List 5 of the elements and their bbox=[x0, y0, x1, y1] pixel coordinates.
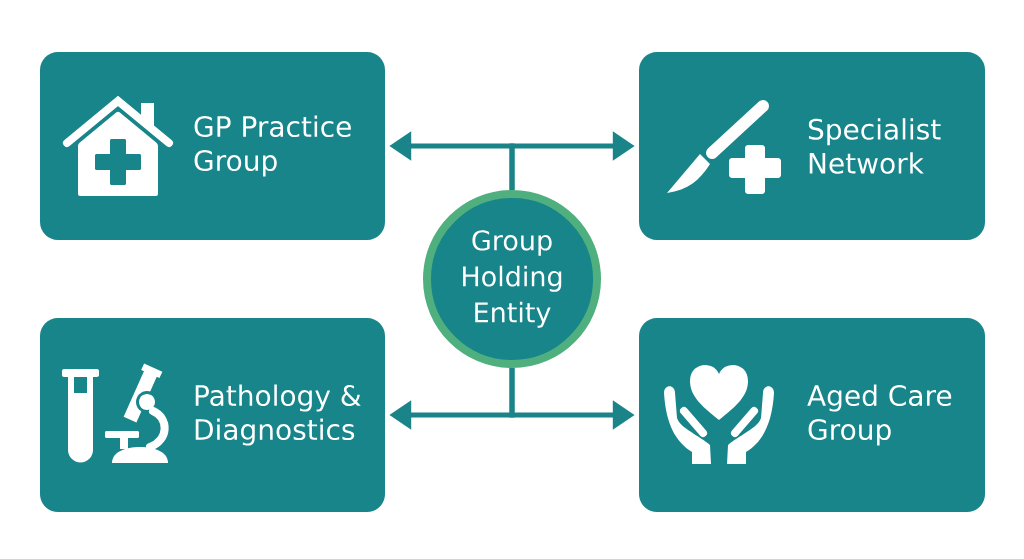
rounded-box: Aged Care Group bbox=[639, 318, 985, 512]
circle-node: Group Holding Entity bbox=[423, 190, 601, 368]
rounded-box: GP Practice Group bbox=[40, 52, 385, 240]
rounded-box: Pathology & Diagnostics bbox=[40, 318, 385, 512]
rounded-box: Specialist Network bbox=[639, 52, 985, 240]
